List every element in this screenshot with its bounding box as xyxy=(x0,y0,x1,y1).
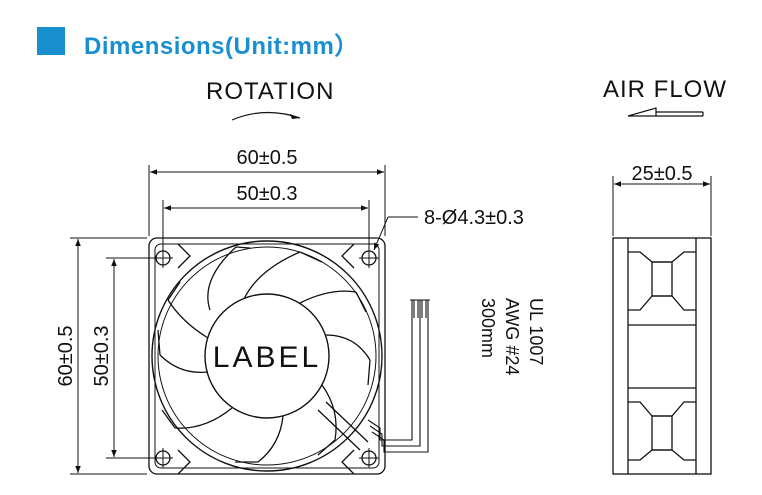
depth-dimension xyxy=(612,176,712,236)
rotation-arrow-icon xyxy=(231,111,301,121)
wire-length-label: 300mm xyxy=(478,298,498,358)
height-inner-dimension xyxy=(106,257,162,459)
air-flow-label: AIR FLOW xyxy=(603,76,727,103)
air-flow-arrow-icon xyxy=(627,107,704,117)
height-outer-label: 60±0.5 xyxy=(55,325,77,386)
depth-label: 25±0.5 xyxy=(631,163,692,185)
wire-standard-label: UL 1007 xyxy=(526,298,546,365)
wire-gauge-label: AWG #24 xyxy=(502,298,522,375)
page-title: Dimensions(Unit:mm） xyxy=(84,33,359,60)
fan-side-view xyxy=(612,237,712,475)
width-inner-label: 50±0.3 xyxy=(236,183,297,205)
height-inner-label: 50±0.3 xyxy=(91,325,113,386)
header-square-icon xyxy=(37,27,65,55)
width-outer-label: 60±0.5 xyxy=(236,147,297,169)
width-inner-dimension xyxy=(162,200,370,248)
fan-label-text: LABEL xyxy=(213,341,321,374)
rotation-label: ROTATION xyxy=(206,78,334,105)
holes-label: 8-Ø4.3±0.3 xyxy=(424,207,524,229)
height-outer-dimension xyxy=(70,237,147,475)
hole-callout-leader xyxy=(373,216,418,251)
fan-front-view xyxy=(148,237,386,475)
lead-wires xyxy=(367,299,430,453)
